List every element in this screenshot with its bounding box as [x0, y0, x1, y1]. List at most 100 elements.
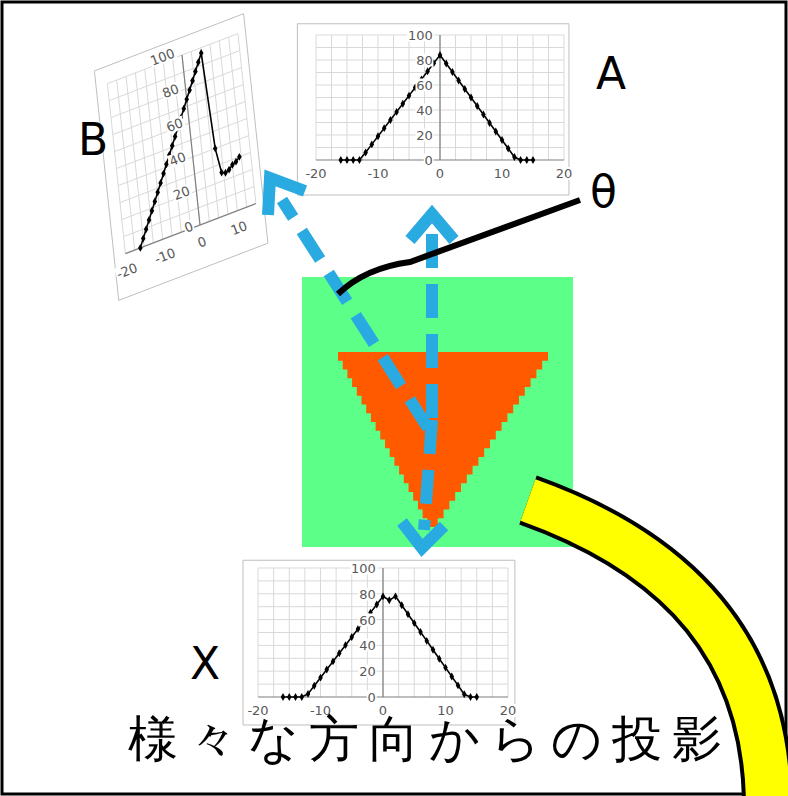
data-marker	[237, 153, 242, 161]
chart-panel	[243, 560, 515, 725]
view-label: B	[78, 118, 108, 162]
data-marker	[155, 188, 160, 196]
data-marker	[500, 136, 505, 144]
grid-line	[383, 568, 384, 697]
data-marker	[213, 144, 218, 152]
data-marker	[343, 641, 348, 649]
y-tick-label: 40	[415, 104, 434, 117]
y-tick-label: 100	[350, 562, 377, 575]
data-marker	[219, 169, 224, 177]
projection-charts	[94, 14, 569, 725]
data-marker	[406, 610, 411, 618]
data-marker	[331, 657, 336, 665]
y-axis	[182, 55, 200, 225]
data-marker	[351, 156, 356, 164]
data-marker	[158, 179, 163, 187]
data-marker	[494, 128, 499, 136]
y-tick-label: 0	[424, 154, 434, 167]
data-marker	[388, 116, 393, 124]
data-marker	[193, 68, 198, 76]
data-marker	[357, 156, 362, 164]
data-marker	[138, 244, 143, 252]
data-marker	[525, 156, 530, 164]
chart-panel	[94, 14, 268, 301]
data-marker	[141, 235, 146, 243]
data-marker	[339, 156, 344, 164]
y-tick-label: 100	[407, 29, 434, 42]
data-marker	[449, 673, 454, 681]
y-tick-label: 0	[366, 691, 376, 704]
arrow-head	[402, 522, 444, 548]
data-marker	[481, 111, 486, 119]
data-marker	[147, 216, 152, 224]
data-marker	[518, 156, 523, 164]
data-marker	[173, 133, 178, 141]
data-marker	[438, 51, 443, 59]
x-tick-label: -10	[366, 167, 389, 180]
projection-arrows	[268, 178, 454, 548]
data-marker	[531, 156, 536, 164]
data-marker	[425, 67, 430, 75]
y-axis	[382, 568, 383, 697]
data-marker	[281, 693, 286, 701]
view-label: θ	[590, 170, 617, 214]
data-marker	[418, 628, 423, 636]
data-marker	[474, 693, 479, 701]
data-marker	[318, 674, 323, 682]
data-marker	[150, 207, 155, 215]
data-marker	[394, 108, 399, 116]
data-marker	[376, 132, 381, 140]
data-marker	[450, 68, 455, 76]
data-marker	[182, 105, 187, 113]
data-marker	[337, 649, 342, 657]
projection-chart	[297, 24, 569, 195]
angle-leader	[338, 200, 580, 294]
data-marker	[190, 77, 195, 85]
grid-line	[107, 34, 238, 84]
object-triangle	[338, 352, 548, 527]
projection-chart	[243, 560, 515, 725]
object-triangle-shape	[338, 352, 548, 527]
arrow-head	[410, 214, 454, 240]
data-marker	[356, 625, 361, 633]
data-marker	[234, 158, 239, 166]
data-marker	[412, 619, 417, 627]
data-marker	[324, 666, 329, 674]
data-marker	[468, 693, 473, 701]
data-marker	[153, 198, 158, 206]
data-marker	[299, 693, 304, 701]
data-marker	[487, 119, 492, 127]
data-marker	[370, 140, 375, 148]
profile-line	[140, 53, 239, 248]
y-tick-label: 80	[358, 587, 377, 600]
data-marker	[444, 60, 449, 68]
data-marker	[506, 145, 511, 153]
data-marker	[227, 166, 232, 174]
data-marker	[456, 77, 461, 85]
data-marker	[456, 681, 461, 689]
y-tick-label: 20	[358, 665, 377, 678]
data-marker	[363, 149, 368, 157]
grid-line	[182, 55, 200, 225]
projection-chart	[94, 14, 268, 301]
profile-line	[341, 55, 533, 160]
data-marker	[424, 637, 429, 645]
data-marker	[293, 693, 298, 701]
data-marker	[387, 596, 392, 604]
data-marker	[437, 655, 442, 663]
data-marker	[401, 100, 406, 108]
x-tick-label: 0	[435, 167, 445, 180]
arrow-shaft	[424, 420, 432, 530]
x-tick-label: -20	[304, 167, 327, 180]
data-marker	[462, 690, 467, 698]
data-marker	[144, 225, 149, 233]
profile-line	[283, 596, 477, 697]
data-marker	[345, 156, 350, 164]
y-tick-label: 20	[415, 129, 434, 142]
data-marker	[306, 690, 311, 698]
data-marker	[374, 601, 379, 609]
data-marker	[199, 49, 204, 57]
arrow-head	[268, 178, 305, 215]
